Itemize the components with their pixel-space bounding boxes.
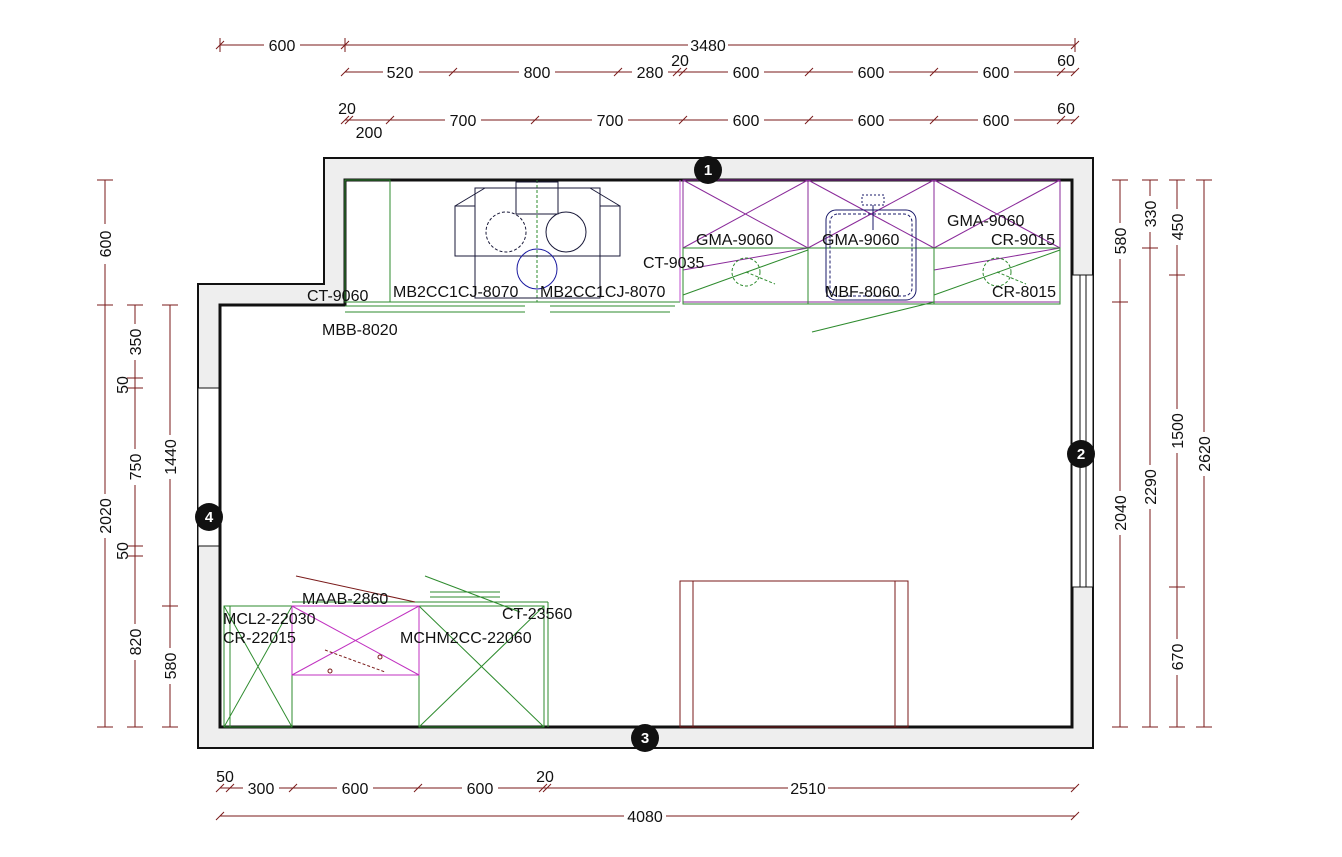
label-maab: MAAB-2860 (302, 591, 388, 608)
dim-row3-2: 700 (450, 113, 477, 130)
dim-bottom-0: 50 (216, 769, 234, 786)
bottom-cabinet-run (223, 575, 909, 728)
dim-row3-6: 600 (983, 113, 1010, 130)
bottom-dimension-labels: 50 300 600 600 20 2510 4080 (216, 769, 828, 826)
dim-row3-5: 600 (858, 113, 885, 130)
label-ct-9035: CT-9035 (643, 255, 704, 272)
dim-right3-0: 450 (1170, 214, 1187, 241)
label-gma-2: GMA-9060 (822, 232, 899, 249)
dim-row2-1: 800 (524, 65, 551, 82)
right-dimension-labels: 580 2040 330 2290 450 1500 670 2620 (1112, 196, 1214, 675)
label-cr-22015: CR-22015 (223, 630, 296, 647)
dim-row3-0: 20 (338, 101, 356, 118)
dim-right1-0: 580 (1113, 228, 1130, 255)
label-cr-8015: CR-8015 (992, 284, 1056, 301)
svg-text:1: 1 (704, 162, 712, 179)
dim-left-0: 600 (98, 231, 115, 258)
dim-right4: 2620 (1197, 436, 1214, 472)
dim-bottom-3: 600 (467, 781, 494, 798)
dim-row2-2: 280 (637, 65, 664, 82)
label-gma-3: GMA-9060 (947, 213, 1024, 230)
room-walls (197, 157, 1094, 749)
wall-marker-2[interactable]: 2 (1067, 440, 1095, 468)
dim-bottom-1: 300 (248, 781, 275, 798)
dim-row2-4: 600 (733, 65, 760, 82)
dim-right2-0: 330 (1143, 201, 1160, 228)
dim-left-inner-0: 350 (128, 329, 145, 356)
dim-row3-1: 200 (356, 125, 383, 142)
label-gma-1: GMA-9060 (696, 232, 773, 249)
dim-right1-1: 2040 (1113, 495, 1130, 531)
dim-top-3480: 3480 (690, 38, 726, 55)
wall-marker-3[interactable]: 3 (631, 724, 659, 752)
label-mb2-a: MB2CC1CJ-8070 (393, 284, 518, 301)
label-ct-23560: CT-23560 (502, 606, 572, 623)
dim-bottom-2: 600 (342, 781, 369, 798)
dim-left-inner-1: 50 (115, 376, 132, 394)
dim-row2-3: 20 (671, 53, 689, 70)
top-dimension-labels: 600 3480 520 800 280 20 600 600 600 60 2… (264, 37, 1075, 142)
left-dimension-labels: 600 2020 350 50 750 50 820 1440 580 (97, 224, 180, 684)
svg-text:4: 4 (205, 509, 214, 526)
top-dimensions (215, 38, 1080, 125)
label-ct-9060: CT-9060 (307, 288, 368, 305)
base-units (682, 247, 1061, 333)
top-cabinet-run (344, 179, 1061, 333)
dim-row2-7: 60 (1057, 53, 1075, 70)
dim-row3-7: 60 (1057, 101, 1075, 118)
svg-text:2: 2 (1077, 446, 1085, 463)
wall-marker-4[interactable]: 4 (195, 503, 223, 531)
dim-top-600: 600 (269, 38, 296, 55)
dim-right3-2: 670 (1170, 644, 1187, 671)
dim-bottom-5: 2510 (790, 781, 826, 798)
dim-row2-6: 600 (983, 65, 1010, 82)
dim-left-inner-4: 820 (128, 629, 145, 656)
cabinet-labels: GMA-9060 GMA-9060 GMA-9060 CR-9015 CT-90… (223, 213, 1056, 647)
dim-row2-0: 520 (387, 65, 414, 82)
cooktop-drawing (454, 181, 621, 299)
dim-left-inner-3: 50 (115, 542, 132, 560)
label-mb2-b: MB2CC1CJ-8070 (540, 284, 665, 301)
label-mchm: MCHM2CC-22060 (400, 630, 532, 647)
dim-left-inner-2: 750 (128, 454, 145, 481)
dim-right3-1: 1500 (1170, 413, 1187, 449)
label-cr-9015: CR-9015 (991, 232, 1055, 249)
dim-right2-1: 2290 (1143, 469, 1160, 505)
dim-row3-3: 700 (597, 113, 624, 130)
dim-row3-4: 600 (733, 113, 760, 130)
dim-left-inner2-0: 1440 (163, 439, 180, 475)
svg-text:3: 3 (641, 730, 649, 747)
dim-bottom-4: 20 (536, 769, 554, 786)
wall-marker-1[interactable]: 1 (694, 156, 722, 184)
label-mbb: MBB-8020 (322, 322, 398, 339)
label-mcl2: MCL2-22030 (223, 611, 316, 628)
dim-bottom-total: 4080 (627, 809, 663, 826)
dim-left-inner2-1: 580 (163, 653, 180, 680)
label-mbf: MBF-8060 (825, 284, 900, 301)
wall-markers: 1 2 3 4 (195, 156, 1095, 752)
sink-drawing (825, 194, 917, 301)
dim-left-1: 2020 (98, 498, 115, 534)
dim-row2-5: 600 (858, 65, 885, 82)
